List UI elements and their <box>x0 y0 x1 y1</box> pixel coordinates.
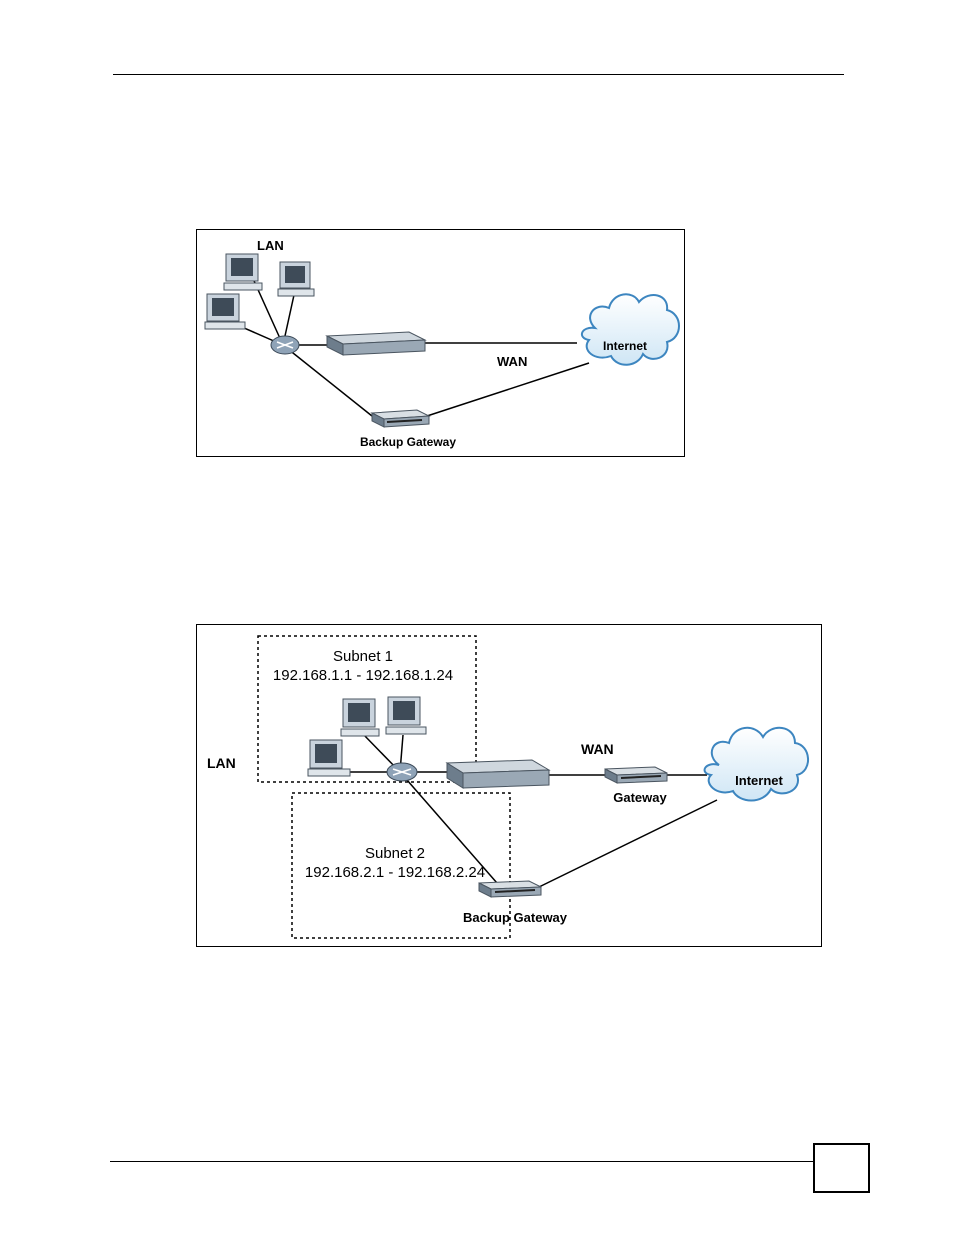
subnet-2-title: Subnet 2 <box>365 845 425 862</box>
gateway-device-icon <box>327 332 425 355</box>
subnet-1-range: 192.168.1.1 - 192.168.1.24 <box>273 667 453 684</box>
lan-computer-icon <box>278 262 314 296</box>
lan-computer-icon <box>205 294 245 329</box>
header-rule <box>113 74 844 75</box>
page-number-box <box>813 1143 870 1193</box>
backup-gateway-device-icon <box>479 881 541 897</box>
figure-2-diagram: Subnet 1 192.168.1.1 - 192.168.1.24 Subn… <box>196 624 822 947</box>
lan-computer-icon <box>341 699 379 736</box>
wan-label: WAN <box>581 741 614 757</box>
lan-computer-icon <box>224 254 262 290</box>
internet-cloud-icon <box>705 728 808 801</box>
lan-computer-icon <box>308 740 350 776</box>
lan-label: LAN <box>207 755 236 771</box>
backup-gateway-device-icon <box>372 410 429 427</box>
internet-label: Internet <box>603 339 647 353</box>
internet-label: Internet <box>735 773 783 788</box>
internet-cloud-icon <box>582 294 679 364</box>
figure-1-diagram: LAN WAN Internet Backup Gateway <box>196 229 685 457</box>
lan-computer-icon <box>386 697 426 734</box>
gateway-label: Gateway <box>613 790 667 805</box>
wan-label: WAN <box>497 354 527 369</box>
router-device-icon <box>447 760 549 788</box>
backup-gateway-label: Backup Gateway <box>463 910 568 925</box>
lan-switch-icon <box>387 763 417 781</box>
backup-gateway-label: Backup Gateway <box>360 435 456 449</box>
subnet-1-title: Subnet 1 <box>333 648 393 665</box>
lan-switch-icon <box>271 336 299 354</box>
footer-rule <box>110 1161 813 1162</box>
gateway-device-icon <box>605 767 667 783</box>
lan-label: LAN <box>257 238 284 253</box>
subnet-2-range: 192.168.2.1 - 192.168.2.24 <box>305 864 485 881</box>
